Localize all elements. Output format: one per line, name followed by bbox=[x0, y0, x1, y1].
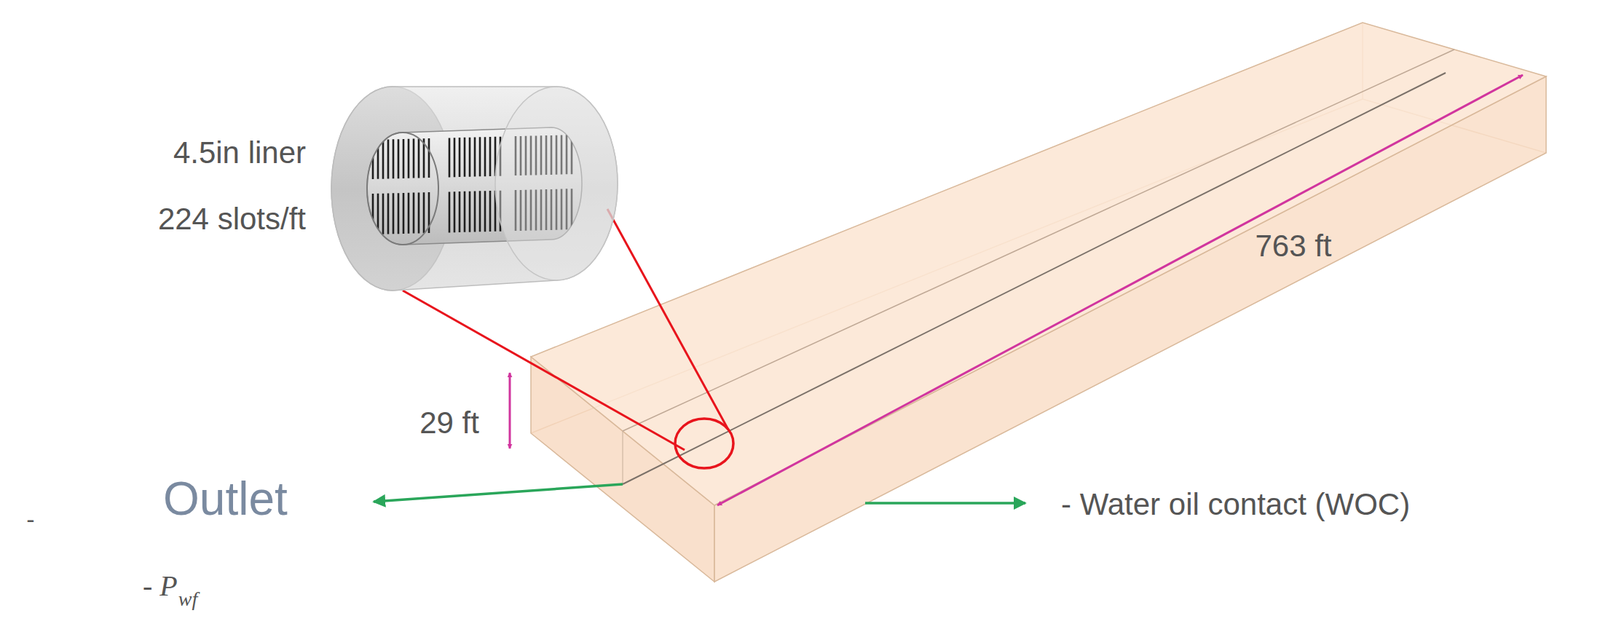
liner-slot bbox=[402, 139, 405, 179]
liner-slot bbox=[382, 193, 385, 235]
liner-slot bbox=[479, 136, 482, 177]
pressure-subscript: wf bbox=[178, 587, 198, 612]
liner-slot bbox=[463, 191, 467, 233]
outlet-label: Outlet bbox=[163, 472, 288, 527]
liner-slot bbox=[474, 137, 477, 177]
callout-leader bbox=[402, 290, 685, 451]
liner-slot bbox=[479, 190, 482, 232]
part-label: 224 slots/ft bbox=[158, 201, 306, 237]
liner-slot bbox=[412, 139, 416, 179]
callout-leader bbox=[607, 209, 729, 430]
dimension-label: 29 ft bbox=[419, 405, 480, 441]
liner-slot bbox=[402, 192, 405, 234]
reservoir-box bbox=[530, 22, 1547, 582]
liner-slot bbox=[397, 139, 400, 179]
liner-slot bbox=[407, 139, 411, 179]
liner-slot bbox=[418, 138, 421, 178]
liner-slot bbox=[489, 190, 492, 232]
callout-circle bbox=[675, 418, 734, 469]
liner-slot bbox=[474, 191, 477, 233]
liner-slot bbox=[489, 136, 492, 177]
liner-slot bbox=[387, 192, 390, 234]
liner-slot bbox=[377, 139, 380, 180]
liner-slot bbox=[392, 139, 395, 179]
liner-slot bbox=[418, 192, 421, 234]
liner-slot bbox=[412, 192, 416, 234]
liner-slot bbox=[372, 193, 375, 235]
dash-mark: - bbox=[26, 505, 35, 534]
dimension-label: 763 ft bbox=[1254, 228, 1332, 264]
liner-slot bbox=[428, 138, 431, 178]
liner-slot bbox=[484, 190, 487, 232]
thickness-dimension bbox=[509, 372, 512, 449]
liner-slot bbox=[453, 137, 456, 177]
length-dimension bbox=[717, 75, 1523, 506]
liner-slot bbox=[423, 192, 426, 234]
liner-slot bbox=[458, 137, 461, 177]
pressure-symbol: - P bbox=[142, 569, 178, 604]
part-label: 4.5in liner bbox=[173, 135, 306, 171]
liner-slot bbox=[458, 191, 461, 233]
woc-label: - Water oil contact (WOC) bbox=[1061, 487, 1410, 523]
liner-slot bbox=[453, 191, 456, 233]
liner-slot bbox=[392, 192, 395, 234]
liner-slot bbox=[448, 191, 451, 233]
well-line bbox=[622, 72, 1446, 485]
liner-slot bbox=[407, 192, 411, 234]
liner-slot bbox=[387, 139, 390, 179]
liner-slot bbox=[463, 137, 467, 177]
woc-pointer bbox=[865, 501, 1026, 505]
liner-slot bbox=[469, 137, 472, 177]
liner-slot bbox=[397, 192, 400, 234]
outlet-pointer bbox=[373, 484, 623, 502]
liner-slot bbox=[448, 137, 451, 177]
liner-slot bbox=[382, 139, 385, 180]
liner-illustration bbox=[331, 86, 618, 291]
liner-slot bbox=[469, 191, 472, 233]
liner-slot bbox=[484, 136, 487, 177]
